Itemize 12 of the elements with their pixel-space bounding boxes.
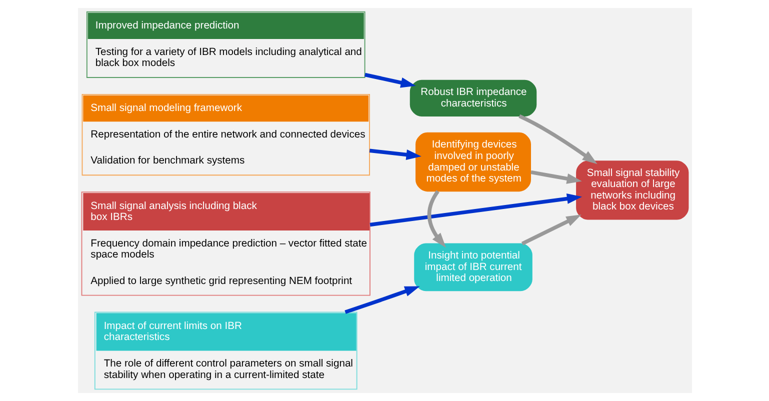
node-box: Identifying devices involved in poorly damped or unstable modes of the system bbox=[415, 132, 530, 192]
node-box: Small signal stability evaluation of large networks including black box devices bbox=[576, 160, 688, 220]
node-box: Insight into potential impact of IBR current limited operation bbox=[414, 243, 532, 292]
arrow bbox=[344, 286, 420, 314]
node-box: Robust IBR impedance characteristics bbox=[409, 80, 536, 116]
arrow bbox=[364, 72, 416, 88]
arrow bbox=[530, 170, 582, 184]
arrow bbox=[518, 114, 597, 164]
arrow bbox=[426, 190, 446, 248]
arrow bbox=[368, 148, 421, 160]
arrow bbox=[369, 193, 582, 227]
arrow bbox=[520, 214, 581, 246]
